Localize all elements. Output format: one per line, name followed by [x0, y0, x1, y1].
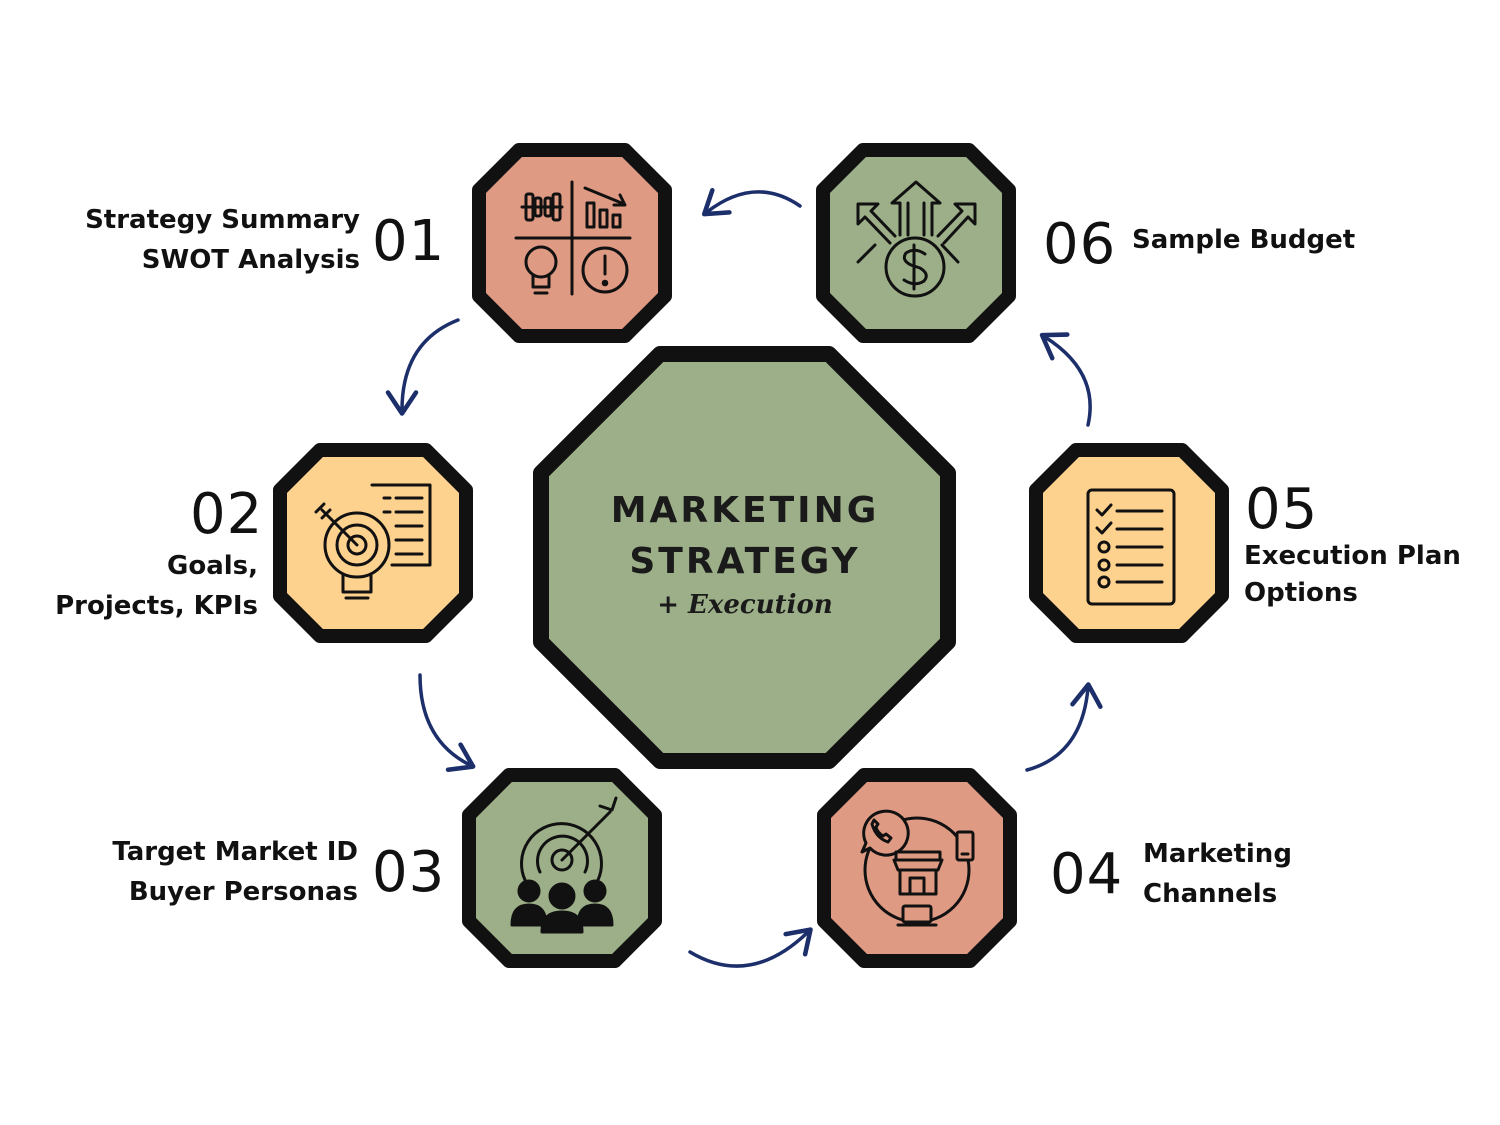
budget-money-icon: [856, 180, 977, 298]
step-06-number: 06: [1043, 212, 1117, 277]
center-title-line1: MARKETING: [610, 490, 880, 531]
step-03-number: 03: [372, 840, 446, 905]
center-subtitle: + Execution: [657, 590, 833, 620]
step-02-line2: Projects, KPIs: [55, 591, 258, 621]
step-01-label: Strategy Summary SWOT Analysis: [40, 200, 360, 280]
step-01-line1: Strategy Summary: [85, 205, 360, 235]
arrow-03-to-04: [688, 927, 813, 968]
step-02-label: Goals, Projects, KPIs: [20, 546, 258, 626]
arrow-01-to-02: [385, 318, 460, 416]
marketing-channels-icon: [860, 809, 975, 927]
step-05-line2: Options: [1244, 578, 1358, 608]
arrow-06-to-01: [701, 187, 802, 217]
step-05-label: Execution Plan Options: [1244, 538, 1461, 612]
step-01-number: 01: [372, 209, 446, 274]
step-04-number: 04: [1050, 842, 1124, 907]
arrow-04-to-05: [1025, 682, 1103, 772]
swot-grid-icon: [514, 180, 632, 296]
step-03-label: Target Market ID Buyer Personas: [20, 832, 358, 912]
step-02-octagon: [273, 443, 473, 643]
step-05-number: 05: [1245, 477, 1319, 542]
step-06-label: Sample Budget: [1132, 225, 1356, 255]
step-05-line1: Execution Plan: [1244, 541, 1461, 571]
center-octagon: [533, 346, 956, 769]
step-05-octagon: [1029, 443, 1229, 643]
step-02-line1: Goals,: [166, 551, 258, 581]
step-01-line2: SWOT Analysis: [141, 245, 360, 275]
step-02-number: 02: [190, 482, 264, 547]
step-04-label: Marketing Channels: [1143, 834, 1292, 914]
goal-target-bulb-icon: [314, 483, 432, 600]
arrow-02-to-03: [418, 673, 476, 772]
center-title-line2: STRATEGY: [629, 541, 861, 582]
step-03-line1: Target Market ID: [112, 837, 358, 867]
step-04-line1: Marketing: [1143, 839, 1292, 869]
checklist-icon: [1086, 488, 1176, 606]
target-audience-icon: [510, 796, 618, 934]
step-03-line2: Buyer Personas: [128, 877, 358, 907]
step-04-octagon: [817, 768, 1017, 968]
step-04-line2: Channels: [1143, 879, 1278, 909]
arrow-05-to-06: [1039, 332, 1092, 427]
